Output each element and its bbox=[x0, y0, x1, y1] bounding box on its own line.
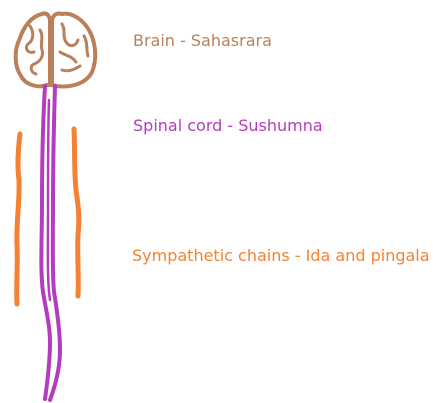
sympathetic-chains-label: Sympathetic chains - Ida and pingala bbox=[132, 248, 430, 264]
brain-fold-1 bbox=[26, 26, 34, 52]
brain-left-lobe bbox=[16, 13, 50, 86]
brain-drawing bbox=[16, 13, 96, 86]
brain-fold-5 bbox=[84, 36, 88, 56]
spinal-cord-label: Spinal cord - Sushumna bbox=[133, 118, 323, 134]
brain-fold-4 bbox=[60, 52, 80, 71]
spinal-cord-drawing bbox=[41, 86, 60, 400]
spinal-cord-central-canal bbox=[48, 100, 50, 300]
brain-label: Brain - Sahasrara bbox=[133, 33, 272, 49]
brain-right-lobe bbox=[52, 13, 95, 86]
left-sympathetic-chain bbox=[17, 134, 20, 304]
brain-fold-3 bbox=[62, 24, 78, 46]
right-sympathetic-chain bbox=[74, 129, 79, 296]
